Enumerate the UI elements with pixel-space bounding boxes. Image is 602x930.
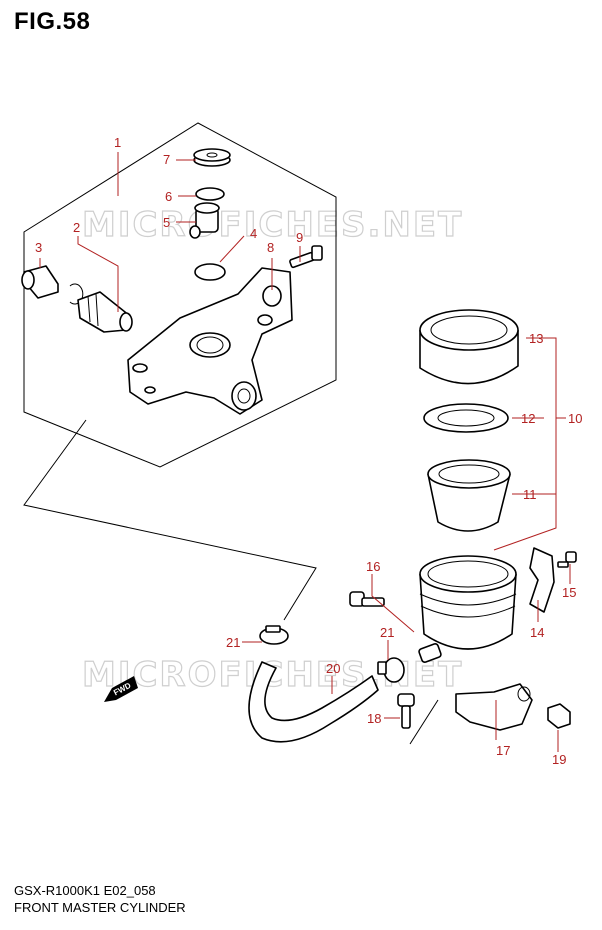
bracket-17-part	[455, 683, 533, 731]
callout-11: 11	[523, 487, 537, 502]
figure-title: FIG.58	[14, 8, 91, 35]
bolt-16-part	[349, 591, 385, 607]
callout-21-upper: 21	[226, 635, 240, 650]
callout-9: 9	[296, 230, 303, 245]
washer-part	[193, 148, 231, 167]
callout-18: 18	[367, 711, 381, 726]
callout-17: 17	[496, 743, 510, 758]
callout-12: 12	[521, 411, 535, 426]
diagram-code: GSX-R1000K1 E02_058	[14, 883, 156, 898]
callout-4: 4	[250, 226, 257, 241]
clamp-upper-part	[259, 625, 289, 645]
watermark-top: MICROFICHES.NET	[82, 205, 463, 245]
callout-1: 1	[114, 135, 121, 150]
piston-clip-part	[69, 283, 84, 305]
piston-part	[77, 291, 133, 333]
o-ring-part	[194, 263, 226, 281]
callout-19: 19	[552, 752, 566, 767]
callout-5: 5	[163, 215, 170, 230]
master-cylinder-body	[127, 267, 293, 415]
callout-20: 20	[326, 661, 340, 676]
callout-16: 16	[366, 559, 380, 574]
bolt-18-part	[397, 693, 415, 729]
bolt-9-part	[289, 245, 323, 269]
callout-7: 7	[163, 152, 170, 167]
diagram-name: FRONT MASTER CYLINDER	[14, 900, 186, 915]
callout-8: 8	[267, 240, 274, 255]
callout-10: 10	[568, 411, 582, 426]
reservoir-cap-part	[419, 309, 519, 385]
callout-6: 6	[165, 189, 172, 204]
callout-13: 13	[529, 331, 543, 346]
circlip-part	[195, 187, 225, 201]
callout-14: 14	[530, 625, 544, 640]
nut-19-part	[547, 703, 571, 729]
leader-lines	[39, 152, 571, 752]
assembly-outline	[23, 122, 337, 468]
assembly-link-line	[23, 419, 317, 621]
boot-part	[21, 265, 59, 299]
callout-2: 2	[73, 220, 80, 235]
reservoir-tank-part	[418, 555, 517, 663]
clamp-lower-part	[377, 657, 405, 683]
connector-part	[189, 202, 220, 239]
bracket-14-part	[529, 547, 555, 613]
callout-3: 3	[35, 240, 42, 255]
screw-15-part	[557, 551, 577, 568]
callout-15: 15	[562, 585, 576, 600]
callout-21-lower: 21	[380, 625, 394, 640]
hose-part	[248, 661, 379, 743]
reservoir-plate-part	[423, 403, 509, 433]
diaphragm-part	[427, 459, 511, 532]
